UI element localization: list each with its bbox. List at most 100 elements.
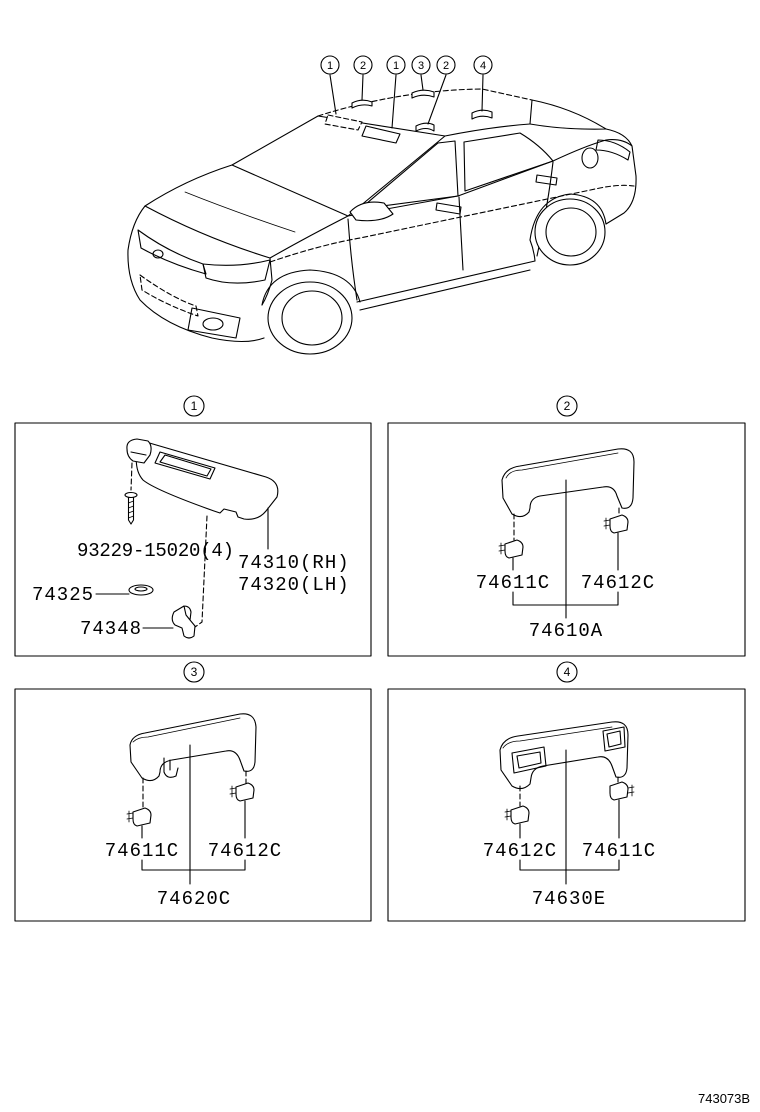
grip-cap-left (126, 807, 152, 827)
side-mirror (349, 201, 394, 222)
overview-sun-visor-near (361, 125, 401, 144)
grip-cap-right (603, 514, 629, 534)
panel-frame (387, 688, 746, 922)
part-label-cap-left: 74612C (483, 840, 557, 862)
section-marker-3: 3 (183, 661, 205, 683)
panel-frame (14, 688, 372, 922)
fog-lamp (187, 307, 241, 339)
assist-grip-with-hook (129, 713, 257, 782)
washer (128, 584, 154, 596)
screw (124, 491, 138, 525)
front-door-seam (347, 218, 358, 301)
section-number: 4 (564, 665, 571, 679)
character-line (269, 184, 635, 263)
front-door-window (359, 140, 459, 210)
front-fender (261, 257, 273, 306)
callout-number: 4 (480, 60, 486, 72)
visor-holder-clip (171, 605, 196, 639)
part-label-assembly: 74630E (532, 888, 606, 910)
callout-2: 2 (353, 55, 373, 75)
grip-cap-right (229, 782, 255, 802)
overview-grip-handle-4 (471, 109, 493, 120)
callout-number: 1 (327, 60, 333, 72)
part-label-holder: 74348 (80, 618, 142, 640)
detail-panel-1: 93229-15020(4) 74310(RH) 74320(LH) 74325… (14, 422, 372, 657)
rocker-panel (356, 239, 536, 311)
rear-wheel-arch (529, 193, 607, 241)
cap-guide-lines (519, 776, 619, 807)
vanity-mirror (154, 451, 216, 480)
callout-6: 4 (473, 55, 493, 75)
panel-frame (387, 422, 746, 657)
sun-visor (135, 441, 279, 520)
coat-hook (163, 757, 179, 778)
cap-guide-lines (142, 770, 247, 809)
figure-code: 743073B (698, 1091, 750, 1106)
grip-bracket (602, 726, 626, 752)
part-label-screw: 93229-15020(4) (77, 540, 234, 562)
section-number: 3 (191, 665, 198, 679)
grip-cap-left (504, 805, 530, 825)
roof-far-edge (317, 88, 533, 117)
headlight (202, 259, 271, 284)
grille (137, 229, 207, 275)
grip-cap-left (498, 539, 524, 559)
callout-leaders (329, 74, 484, 129)
leader-lines (141, 744, 246, 885)
assist-grip-edge (502, 726, 613, 749)
b-pillar-seam (458, 196, 464, 271)
section-marker-4: 4 (556, 661, 578, 683)
grip-cap-right (609, 781, 635, 801)
part-label-visor-rh: 74310(RH) (238, 552, 350, 574)
holder-guide-line (194, 515, 208, 628)
overview-grip-handle-2-near (415, 122, 435, 132)
rear-end (605, 175, 637, 225)
part-label-cap-right: 74612C (208, 840, 282, 862)
emblem (152, 249, 164, 259)
overview-parts (324, 89, 493, 144)
part-label-assembly: 74610A (529, 620, 603, 642)
screw-guide-line (130, 462, 133, 491)
part-label-visor-lh: 74320(LH) (238, 574, 350, 596)
panel-frame (14, 422, 372, 657)
rear-wheel (534, 198, 606, 266)
overview-grip-handle-3 (411, 89, 435, 99)
callout-number: 3 (418, 60, 424, 72)
leader-lines (512, 479, 619, 619)
leader-lines (519, 749, 620, 885)
detail-panel-2: 74611C 74612C 74610A (387, 422, 746, 657)
callout-number: 1 (393, 60, 399, 72)
windshield (231, 115, 446, 217)
detail-panel-4: 74612C 74611C 74630E (387, 688, 746, 922)
assist-grip-edge (505, 452, 619, 479)
hood-crease (184, 191, 296, 233)
beltline (347, 139, 633, 217)
vehicle-illustration (127, 88, 637, 355)
assist-grip-edge (132, 717, 241, 743)
cap-guide-lines (513, 507, 620, 541)
front-bumper (127, 205, 265, 343)
callout-number: 2 (443, 60, 449, 72)
overview-grip-handle-2-far (351, 99, 373, 109)
part-label-assembly: 74620C (157, 888, 231, 910)
section-number: 1 (191, 399, 198, 413)
roof-near-edge (444, 123, 531, 137)
fuel-lid (581, 147, 599, 169)
part-label-cap-right: 74611C (582, 840, 656, 862)
tail-light (595, 139, 631, 161)
callout-5: 2 (436, 55, 456, 75)
callout-4: 3 (411, 55, 431, 75)
callout-3: 1 (386, 55, 406, 75)
detail-panel-3: 74611C 74612C 74620C (14, 688, 372, 922)
front-door-handle (435, 202, 462, 215)
hood (144, 164, 349, 259)
part-label-cap-left: 74611C (476, 572, 550, 594)
visor-pivot (126, 438, 152, 464)
overview-sun-visor-far (324, 114, 363, 131)
part-label-cap-right: 74612C (581, 572, 655, 594)
lower-grille (139, 274, 199, 317)
part-label-washer: 74325 (32, 584, 94, 606)
section-marker-2: 2 (556, 395, 578, 417)
assist-grip-with-lamp (499, 721, 629, 790)
assist-grip (501, 448, 635, 518)
